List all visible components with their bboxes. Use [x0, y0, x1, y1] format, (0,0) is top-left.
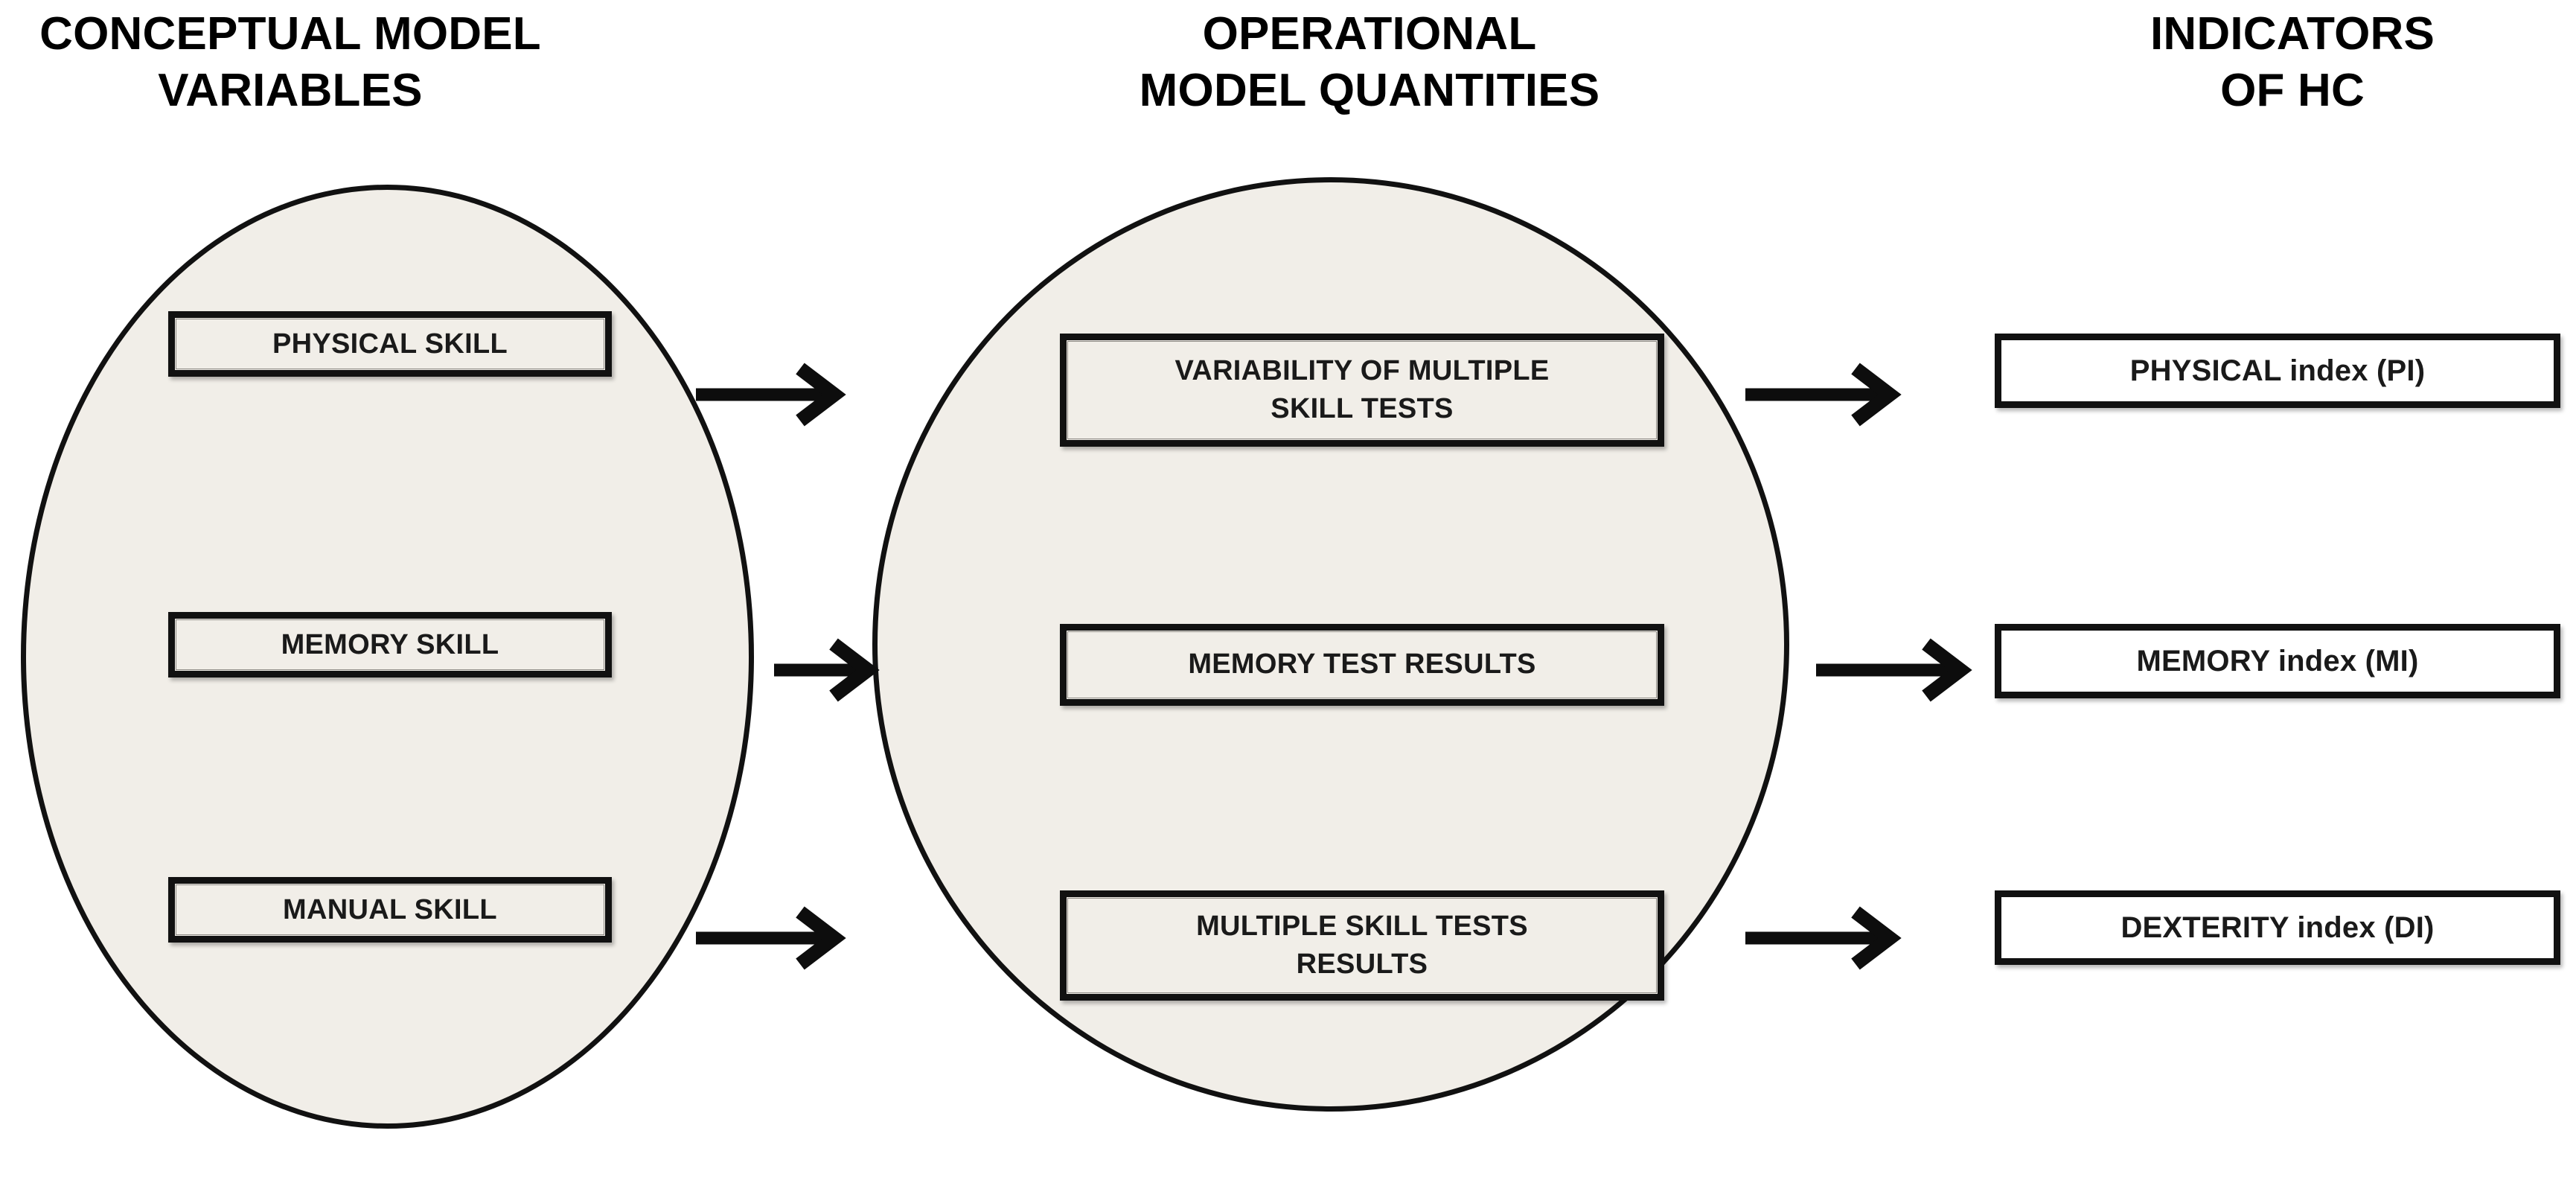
arrow-multipletests-to-di	[1745, 905, 1902, 972]
node-memory-skill[interactable]: MEMORY SKILL	[168, 612, 612, 678]
column-header-operational-model-quantities: OPERATIONAL MODEL QUANTITIES	[1139, 8, 1600, 116]
node-memory-index[interactable]: MEMORY index (MI)	[1995, 624, 2560, 698]
node-manual-skill[interactable]: MANUAL SKILL	[168, 877, 612, 943]
node-dexterity-index[interactable]: DEXTERITY index (DI)	[1995, 890, 2560, 965]
column-header-conceptual-model-variables: CONCEPTUAL MODEL VARIABLES	[39, 8, 541, 116]
arrow-memory-to-memorytest	[774, 637, 880, 704]
node-multiple-skill-tests-results[interactable]: MULTIPLE SKILL TESTS RESULTS	[1060, 890, 1664, 1001]
arrow-variability-to-pi	[1745, 361, 1902, 428]
node-variability-of-multiple-skill-tests[interactable]: VARIABILITY OF MULTIPLE SKILL TESTS	[1060, 334, 1664, 447]
arrow-manual-to-multipletests	[696, 905, 846, 972]
node-memory-test-results[interactable]: MEMORY TEST RESULTS	[1060, 624, 1664, 706]
node-physical-index[interactable]: PHYSICAL index (PI)	[1995, 334, 2560, 408]
node-physical-skill[interactable]: PHYSICAL SKILL	[168, 311, 612, 377]
column-header-indicators-of-hc: INDICATORS OF HC	[2150, 8, 2435, 116]
arrow-memorytest-to-mi	[1816, 637, 1972, 704]
arrow-physical-to-variability	[696, 361, 846, 428]
